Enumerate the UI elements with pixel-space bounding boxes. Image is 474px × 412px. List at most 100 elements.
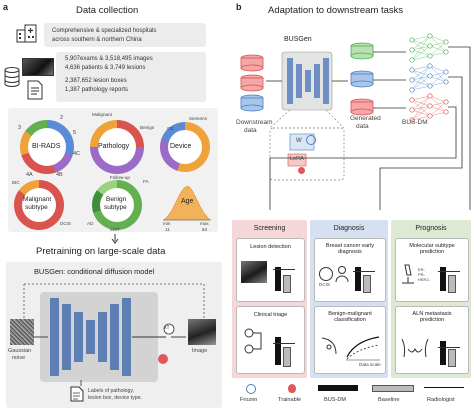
lesion-detection-card: Lesion detection: [236, 238, 305, 302]
lora-label: LoRA: [290, 156, 304, 162]
malignant-subtype-title-2: subtype: [25, 204, 48, 211]
early-diagnosis-card: Breast cancer early diagnosis DCIS: [314, 238, 386, 302]
her2-label: HER2-: [418, 277, 431, 282]
diagnosis-header: Diagnosis: [333, 225, 365, 232]
age-min-label: min: [163, 221, 171, 226]
breast-lesion-icon: [321, 337, 337, 355]
birads-label-4a: 4A: [26, 172, 33, 178]
age-min-value: 11: [165, 227, 170, 232]
report-icon: [27, 80, 43, 100]
image-label: Image: [192, 348, 208, 354]
data-scale-label: Data scale: [359, 362, 381, 367]
legend-frozen-icon: [246, 384, 256, 394]
legend-busdm-label: BUS-DM: [324, 397, 347, 403]
birads-label-3: 3: [18, 125, 22, 131]
conditions-doc-icon: [70, 386, 84, 402]
data-scale-curve: [346, 336, 380, 361]
aln-metastasis-card: ALN metastasis prediction: [395, 306, 469, 374]
frozen-snowflake-icon: [306, 135, 316, 145]
hospitals-line-1: Comprehensive & specialized hospitals: [52, 28, 157, 34]
lesion-ultrasound-thumb: [241, 261, 267, 283]
w-label: W: [296, 138, 302, 144]
adaptation-diagram: [240, 33, 471, 210]
benign-malignant-card: Benign-malignant classification Data sca…: [314, 306, 386, 374]
malignant-subtype-title-1: Malignant: [23, 196, 52, 203]
down-arrow-icon: [111, 234, 119, 244]
legend-baseline-swatch: [372, 385, 414, 392]
stats-line-2: 4,636 patients & 3,749 lesions: [65, 65, 146, 71]
hospitals-line-2: across southern & northern China: [52, 37, 142, 43]
triage-flow-icon: [244, 328, 262, 354]
lora-fire-icon: [298, 167, 305, 174]
benign-label-ad: AD: [87, 221, 94, 226]
legend-frozen-label: Frozen: [240, 397, 258, 403]
busgen-pretrain-title: BUSGen: conditional diffusion model: [34, 267, 155, 276]
downstream-label-2: data: [244, 127, 257, 134]
legend-radiologist-swatch: [424, 387, 464, 388]
legend-trainable-icon: [288, 384, 296, 393]
dcis-label: DCIS: [319, 282, 330, 287]
molecular-subtype-card: Molecular subtype prediction ER- PR- HER…: [395, 238, 469, 302]
clinical-triage-title: Clinical triage: [253, 312, 288, 318]
hospital-icon: [16, 24, 37, 43]
gaussian-noise-image: [10, 319, 34, 345]
data-collection-title: Data collection: [76, 5, 139, 16]
dcis-icon: [319, 267, 333, 281]
conditions-line-2: lesion box, device type.: [88, 395, 142, 401]
downstream-label-1: Downstream: [236, 119, 273, 126]
stats-line-4: 1,387 pathology reports: [65, 87, 129, 93]
early-diagnosis-title: Breast cancer early diagnosis: [325, 243, 375, 256]
stats-line-3: 2,387,652 lesion boxes: [65, 78, 127, 84]
malignant-label-dcis: DCIS: [60, 221, 71, 226]
pathology-label-benign: Benign: [140, 125, 155, 130]
age-max-label: max: [200, 221, 209, 226]
legend-trainable-label: Trainable: [278, 397, 302, 403]
conditions-line-1: Labels of pathology,: [88, 388, 135, 394]
screening-header: Screening: [253, 225, 286, 232]
device-label-ge: GE: [167, 126, 174, 131]
fire-icon: [158, 354, 168, 364]
pretrain-title: Pretraining on large-scale data: [36, 246, 166, 257]
busgen-pretrain-diagram: [23, 283, 205, 386]
panel-a-letter: a: [3, 2, 9, 12]
device-title: Device: [170, 143, 192, 150]
busgen-label: BUSGen: [284, 36, 312, 43]
hospitals-box: [44, 23, 206, 47]
benign-subtype-title-2: subtype: [104, 204, 127, 211]
birads-label-5: 5: [73, 130, 77, 136]
output-image: [188, 319, 216, 345]
device-label-siemens: Siemens: [189, 116, 207, 121]
pr-label: PR-: [418, 272, 425, 277]
ultrasound-thumbnail-1: [22, 58, 54, 76]
gaussian-label-2: noise: [12, 355, 26, 361]
molecular-subtype-title: Molecular subtype prediction: [409, 243, 455, 256]
legend-baseline-label: Baseline: [378, 397, 400, 403]
benign-label-fa: FA: [143, 179, 149, 184]
microscope-icon: [402, 264, 414, 284]
age-title: Age: [181, 198, 194, 205]
gaussian-label-1: Gaussian: [8, 348, 32, 354]
benign-subtype-title-1: Benign: [106, 196, 127, 203]
aln-metastasis-title: ALN metastasis prediction: [412, 311, 452, 324]
benign-label-mst: MST: [110, 227, 120, 232]
xt-label: xT: [164, 325, 170, 331]
lesion-detection-title: Lesion detection: [250, 244, 291, 250]
pathology-title: Pathology: [98, 143, 130, 150]
er-label: ER-: [418, 267, 425, 272]
database-icon: [4, 67, 20, 87]
adaptation-title: Adaptation to downstream tasks: [268, 5, 404, 16]
legend-busdm-swatch: [318, 385, 358, 391]
busdm-label: BUS-DM: [402, 119, 428, 126]
birads-label-4b: 4B: [56, 172, 63, 178]
birads-label-4c: 4C: [73, 151, 81, 157]
doctor-icon: [335, 266, 349, 283]
birads-title: BI-RADS: [32, 143, 61, 150]
torso-icon: [401, 338, 429, 358]
pathology-label-followup: Follow-up: [110, 175, 130, 180]
benign-malignant-title: Benign-malignant classification: [328, 311, 372, 324]
prognosis-header: Prognosis: [415, 225, 447, 232]
stats-line-1: 5,907exams & 3,518,495 images: [65, 56, 153, 62]
birads-label-2: 2: [60, 115, 64, 121]
age-histogram: [163, 185, 211, 221]
panel-b-letter: b: [236, 2, 242, 12]
